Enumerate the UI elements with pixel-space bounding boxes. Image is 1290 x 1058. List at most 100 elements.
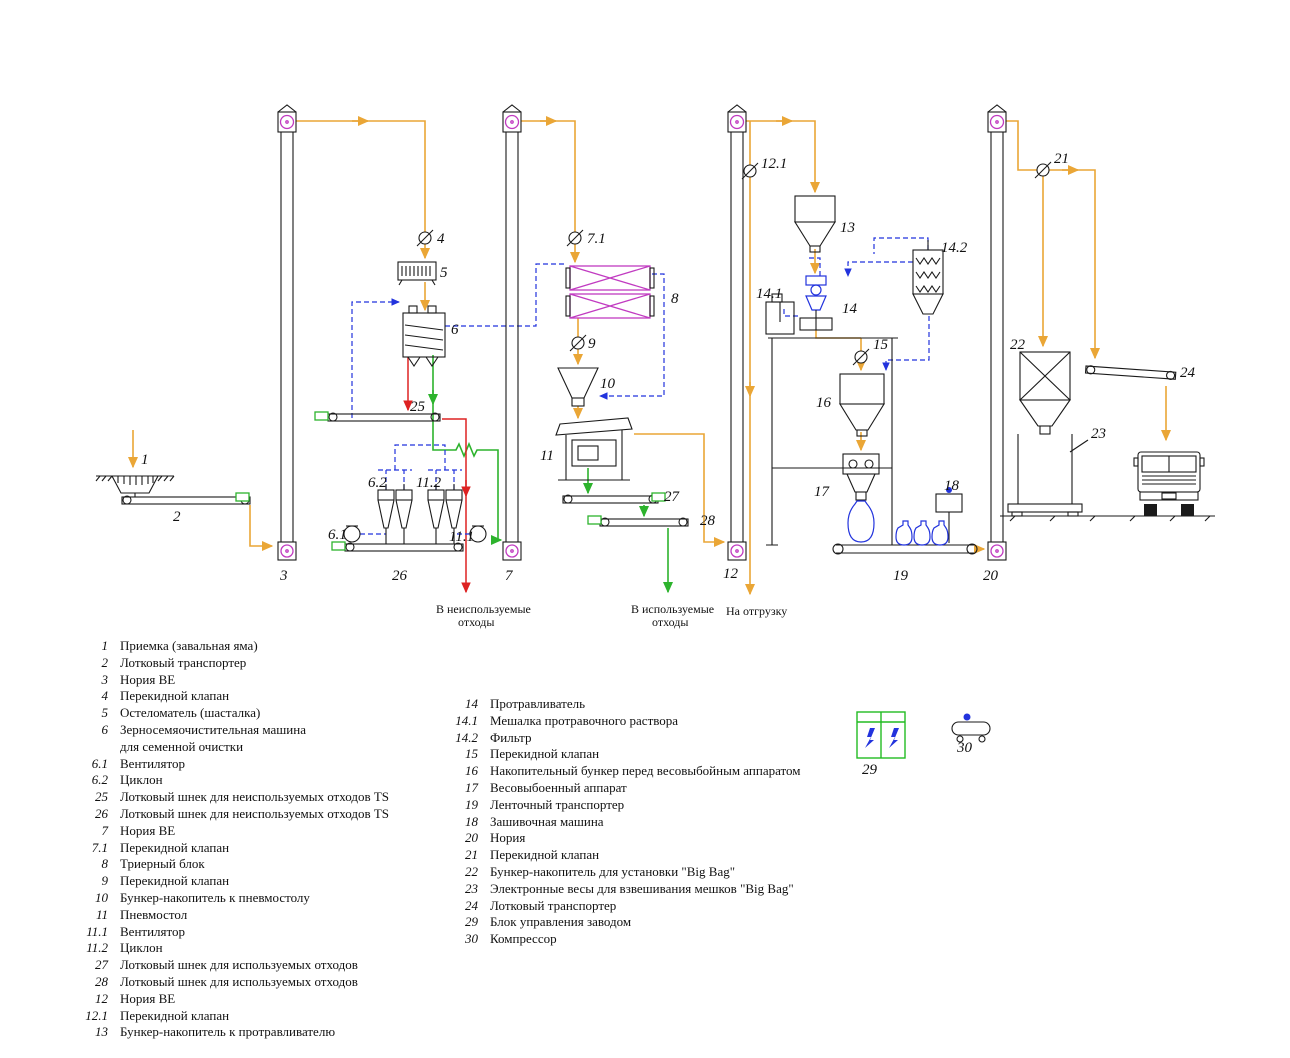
legend-item-number: 23 [465,880,478,896]
label-14-1: 14.1 [756,286,782,302]
clean-seed-lines [427,355,674,594]
legend-item-number: 25 [95,789,108,805]
screw-conveyor-27 [562,492,666,504]
legend-item-text: Нория [490,830,526,846]
hopper-13 [794,195,836,253]
ground-line [1000,515,1215,522]
legend-item-number: 7 [101,822,109,838]
cyclone-6-2-b [395,483,413,529]
compressor-30 [951,713,991,743]
label-6: 6 [451,322,459,338]
tray-conveyor-24 [1084,365,1177,380]
flow-annotations: В неиспользуемые отходы В используемые о… [436,602,787,629]
label-26: 26 [392,568,408,584]
grain-flow-lines [127,115,1172,596]
fan-11-1 [469,525,487,543]
electronic-scales-23 [1007,434,1089,517]
legend-item-number: 7.1 [91,839,108,855]
label-21: 21 [1054,151,1069,167]
legend-item-number: 19 [465,796,478,812]
label-7: 7 [505,568,514,584]
legend-item-text: Электронные весы для взвешивания мешков … [490,880,794,896]
label-17: 17 [814,484,831,500]
legend-item-number: 13 [95,1024,108,1040]
hopper-16 [839,373,885,437]
equipment-labels: 1 2 3 4 5 6 6.1 6.2 25 26 7 7.1 8 9 10 1… [141,151,1196,778]
legend-item-3: 3 Нория ВЕ [78,672,438,689]
diverter-valve-4 [416,229,434,247]
label-8: 8 [671,291,679,307]
annotation-used-waste-2: отходы [652,615,688,629]
legend-item-text: Мешалка протравочного раствора [490,712,679,728]
legend-item-number: 5 [101,705,109,721]
weigher-17 [842,453,880,501]
label-15: 15 [873,337,889,353]
screw-conveyor-26 [331,541,464,552]
legend-item-number: 2 [101,654,109,670]
hopper-10 [557,367,599,407]
legend-item-text: Нория ВЕ [120,990,176,1006]
label-6-1: 6.1 [328,527,347,543]
legend-item-text: Перекидной клапан [120,873,230,889]
label-3: 3 [279,568,288,584]
label-13: 13 [840,220,855,236]
annotation-shipping: На отгрузку [726,604,787,618]
annotation-unused-waste-2: отходы [458,615,494,629]
label-4: 4 [437,231,445,247]
legend-item-text: Зашивочная машина [490,813,604,829]
legend-item-text: Лотковый шнек для используемых отходов [120,973,358,989]
legend-item-text: Протравливатель [490,696,586,711]
label-9: 9 [588,336,596,352]
truck [1133,451,1205,516]
legend-item-text: Лотковый шнек для используемых отходов [120,957,358,973]
legend-item-2: 2 Лотковый транспортер [78,655,438,672]
legend-item-text: Остеломатель (шасталка) [120,705,261,721]
legend-item-number: 17 [465,779,478,795]
label-23: 23 [1091,426,1106,442]
legend-item-text: Приемка (завальная яма) [120,638,258,653]
cyclone-11-2-b [445,483,463,529]
filter-14-2 [912,240,944,315]
legend-item-number: 29 [465,914,478,930]
legend-item-number: 3 [101,671,109,687]
legend-item-text: Накопительный бункер перед весовыбойным … [490,763,801,779]
legend-item-text: Перекидной клапан [490,847,600,863]
diverter-valve-9 [569,334,587,352]
legend-item-text: Нория ВЕ [120,822,176,838]
label-12-1: 12.1 [761,156,787,172]
legend-item-5: 5 Остеломатель (шасталка) [78,705,438,722]
annotation-unused-waste: В неиспользуемые [436,602,531,616]
legend-item-number: 30 [465,931,478,947]
bucket-elevator-12 [727,104,747,561]
bucket-elevator-20 [987,104,1007,561]
label-27: 27 [664,489,681,505]
legend-item-text: Нория ВЕ [120,671,176,687]
legend-item-number: 10 [95,889,108,905]
legend-item-7: 7 Нория ВЕ [78,823,438,840]
label-10: 10 [600,376,616,392]
legend-item-text: Бункер-накопитель к протравливателю [120,1024,336,1040]
label-25: 25 [410,399,426,415]
lightning-icon [865,728,875,748]
legend-item-text: Лотковый транспортер [120,654,247,670]
filled-bag [931,520,949,546]
pneumatic-table-11 [555,417,633,481]
